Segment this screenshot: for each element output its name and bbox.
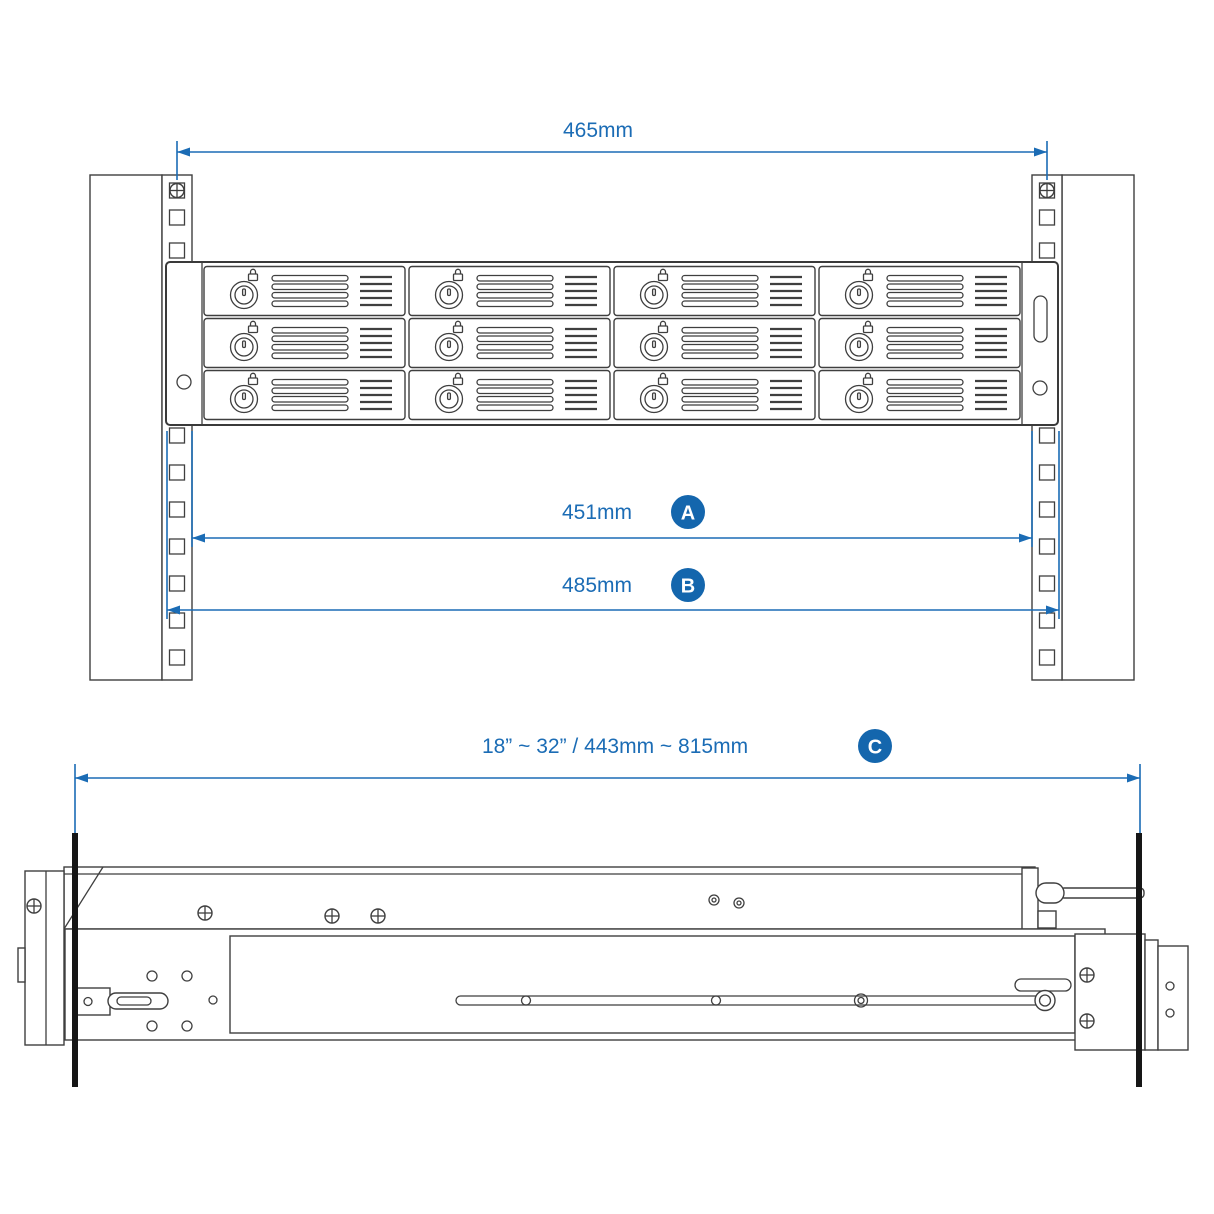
rail-upper-section (63, 866, 1036, 930)
drive-tray (612, 369, 817, 421)
mount-hole (1165, 1008, 1175, 1018)
arrow-right-icon (1019, 533, 1032, 543)
drive-tray (817, 317, 1022, 369)
mount-hole (181, 1020, 193, 1032)
mount-hole (146, 970, 158, 982)
dim-465-label: 465mm (563, 119, 633, 142)
rear-bracket-plate (1144, 939, 1159, 1051)
dimension-C: 18” ~ 32” / 443mm ~ 815mm C (74, 729, 1141, 834)
bracket-screw-icon (1079, 1013, 1095, 1029)
dimension-465: 465mm (176, 119, 1048, 180)
badge-a (671, 495, 705, 529)
rear-pin-head (1035, 882, 1065, 904)
dim-451-label: 451mm (562, 501, 632, 524)
rail-screw-icon (324, 908, 340, 924)
rail-side-view (17, 833, 1189, 1087)
left-post-profile (72, 833, 78, 1087)
right-rack-post (1061, 174, 1135, 681)
slot-hole (853, 993, 869, 1008)
badge-b (671, 568, 705, 602)
rear-pin (1059, 887, 1145, 899)
rail-screw-icon (370, 908, 386, 924)
arrow-left-icon (167, 605, 180, 615)
bracket-screw-icon (1079, 967, 1095, 983)
mount-hole (1165, 981, 1175, 991)
drive-tray (202, 265, 407, 317)
left-mount-screw-icon (169, 182, 185, 199)
dim-485-label: 485mm (562, 574, 632, 597)
slot-hole (520, 995, 532, 1006)
drive-tray (817, 369, 1022, 421)
drive-tray (612, 265, 817, 317)
drive-tray (202, 369, 407, 421)
mount-hole (208, 995, 218, 1005)
front-bracket-flange (24, 870, 65, 1046)
drive-tray (407, 265, 612, 317)
rail-latch-housing (75, 987, 111, 1016)
rail-screw-icon (197, 905, 213, 921)
badge-c-letter: C (868, 737, 882, 759)
drive-tray (817, 265, 1022, 317)
badge-a-letter: A (681, 503, 695, 525)
endcap-capsule (1033, 295, 1048, 343)
right-mount-screw-icon (1039, 182, 1055, 199)
drive-tray (407, 369, 612, 421)
drive-tray (202, 317, 407, 369)
arrow-right-icon (1127, 773, 1140, 783)
arrow-left-icon (177, 147, 190, 157)
mount-hole (181, 970, 193, 982)
arrow-right-icon (1046, 605, 1059, 615)
nas-chassis (165, 261, 1059, 426)
left-ear-hole (176, 374, 192, 390)
mount-hole (146, 1020, 158, 1032)
left-rack-post (89, 174, 163, 681)
right-post-profile (1136, 833, 1142, 1087)
dimension-485-B: 485mm B (166, 431, 1060, 619)
rail-mid-slide (229, 935, 1076, 1034)
dimension-451-A: 451mm A (191, 431, 1033, 547)
flange-tab (17, 947, 26, 983)
end-roller (1034, 989, 1056, 1012)
arrow-right-icon (1034, 147, 1047, 157)
flange-screw-icon (26, 898, 42, 914)
rear-pin-mount (1021, 867, 1039, 930)
badge-c (858, 729, 892, 763)
arrow-left-icon (75, 773, 88, 783)
latch-pivot (83, 996, 93, 1007)
drive-tray (612, 317, 817, 369)
arrow-left-icon (192, 533, 205, 543)
drive-tray (407, 317, 612, 369)
rivet (733, 897, 745, 909)
dim-rail-depth-label: 18” ~ 32” / 443mm ~ 815mm (482, 735, 748, 758)
badge-b-letter: B (681, 576, 695, 598)
rack-front-view (89, 174, 1135, 681)
rear-bracket (1074, 933, 1146, 1051)
slot-hole (710, 995, 722, 1006)
rivet (708, 894, 720, 906)
rear-bracket-flange (1157, 945, 1189, 1051)
right-endcap-hole (1032, 380, 1048, 396)
